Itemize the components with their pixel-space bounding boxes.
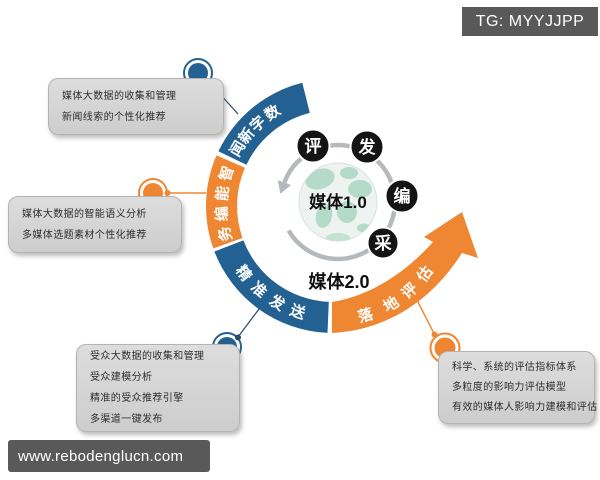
callout-line: 媒体大数据的智能语义分析 [22,208,147,220]
connector-pin-smart-editing [164,190,171,196]
cycle-node-publish-label: 发 [358,137,377,157]
ring-segment-1 [218,82,310,165]
cycle-arrowhead-icon [277,180,291,194]
website-url-bar: www.rebodenglucn.com [8,440,210,472]
ring-segment-2-char: 智 [216,164,238,184]
tg-badge: TG: MYYJJPP [462,7,598,36]
ring-segment-3-char: 送 [287,301,309,323]
connector-pin-evaluation [431,331,438,338]
cycle-node-review: 评 [295,128,331,164]
callout-line: 多媒体选题素材个性化推荐 [22,229,147,241]
callout-line: 有效的媒体人影响力建模和评估 [452,401,598,413]
callout-line: 精准的受众推荐引擎 [90,393,184,404]
ring-segment-4 [332,212,478,333]
ring-segment-2 [206,155,245,249]
ring-segment-4-char: 落 [356,304,376,326]
callout-digital-news: 媒体大数据的收集和管理 新闻线索的个性化推荐 [48,78,224,135]
cycle-node-publish: 发 [349,129,385,165]
callout-line: 新闻线索的个性化推荐 [62,111,166,123]
ring-segment-2-char: 务 [215,223,236,243]
callout-line: 受众建模分析 [90,372,153,383]
connector-line-evaluation [416,299,436,335]
callout-precise-delivery: 受众大数据的收集和管理 受众建模分析 精准的受众推荐引擎 多渠道一键发布 [76,344,240,432]
media-1-0-label: 媒体1.0 [309,192,367,212]
callout-line: 受众大数据的收集和管理 [90,351,205,362]
callout-line: 多渠道一键发布 [90,414,163,425]
callout-line: 多粒度的影响力评估模型 [452,381,567,393]
connector-pin-precise-delivery [235,334,241,341]
callout-evaluation: 科学、系统的评估指标体系 多粒度的影响力评估模型 有效的媒体人影响力建模和评估 [438,351,598,424]
globe-icon [298,162,378,242]
ring-segment-2-char: 能 [213,185,233,202]
cycle-node-collect: 采 [366,226,400,260]
callout-smart-editing: 媒体大数据的智能语义分析 多媒体选题素材个性化推荐 [8,196,182,253]
cycle-node-edit: 编 [384,178,420,214]
callout-line: 科学、系统的评估指标体系 [452,361,577,373]
process-ring: 数字新闻智能编务精准发送落地评估 [206,82,478,333]
cycle-node-edit-label: 编 [394,186,411,206]
callout-line: 媒体大数据的收集和管理 [62,90,177,102]
media-2-0-label: 媒体2.0 [308,271,369,292]
cycle-node-review-label: 评 [305,137,322,156]
cycle-node-collect-label: 采 [374,234,392,253]
connector-line-precise-delivery [237,308,260,338]
ring-segment-3 [214,240,329,333]
ring-segment-2-char: 编 [213,206,232,222]
